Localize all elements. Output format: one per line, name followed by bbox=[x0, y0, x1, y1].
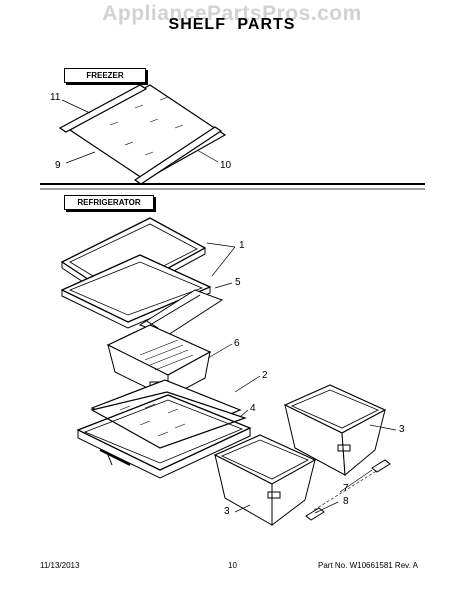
callout-2: 2 bbox=[262, 370, 268, 381]
callout-9: 9 bbox=[55, 160, 61, 171]
callout-6: 6 bbox=[234, 338, 240, 349]
footer-part-number: Part No. W10661581 Rev. A bbox=[318, 561, 418, 570]
freezer-section-label: FREEZER bbox=[64, 68, 146, 83]
crisper-drawer-right bbox=[283, 384, 387, 477]
page-title: SHELF PARTS bbox=[168, 16, 296, 33]
footer-date: 11/13/2013 bbox=[40, 561, 80, 570]
refrigerator-shelf-frame-lower bbox=[60, 254, 212, 329]
callout-3-right: 3 bbox=[399, 424, 405, 435]
callout-3-left: 3 bbox=[224, 506, 230, 517]
callout-7: 7 bbox=[343, 483, 349, 494]
callout-8: 8 bbox=[343, 496, 349, 507]
footer-page-number: 10 bbox=[228, 561, 237, 570]
watermark: AppliancePartsPros.com bbox=[102, 2, 362, 25]
refrigerator-glass-shelf-lower bbox=[90, 391, 247, 449]
callout-5: 5 bbox=[235, 277, 241, 288]
refrigerator-section-label: REFRIGERATOR bbox=[64, 195, 154, 210]
freezer-glass-shelf bbox=[68, 84, 227, 181]
freezer-rear-trim bbox=[133, 126, 223, 185]
callout-1: 1 bbox=[239, 240, 245, 251]
callout-11: 11 bbox=[50, 92, 61, 103]
callout-4: 4 bbox=[250, 403, 256, 414]
drawer-slide-right bbox=[371, 459, 391, 473]
callout-10: 10 bbox=[220, 160, 232, 171]
freezer-front-trim bbox=[58, 84, 148, 133]
crisper-cover-frame bbox=[76, 394, 252, 479]
crisper-drawer-left bbox=[213, 434, 317, 527]
